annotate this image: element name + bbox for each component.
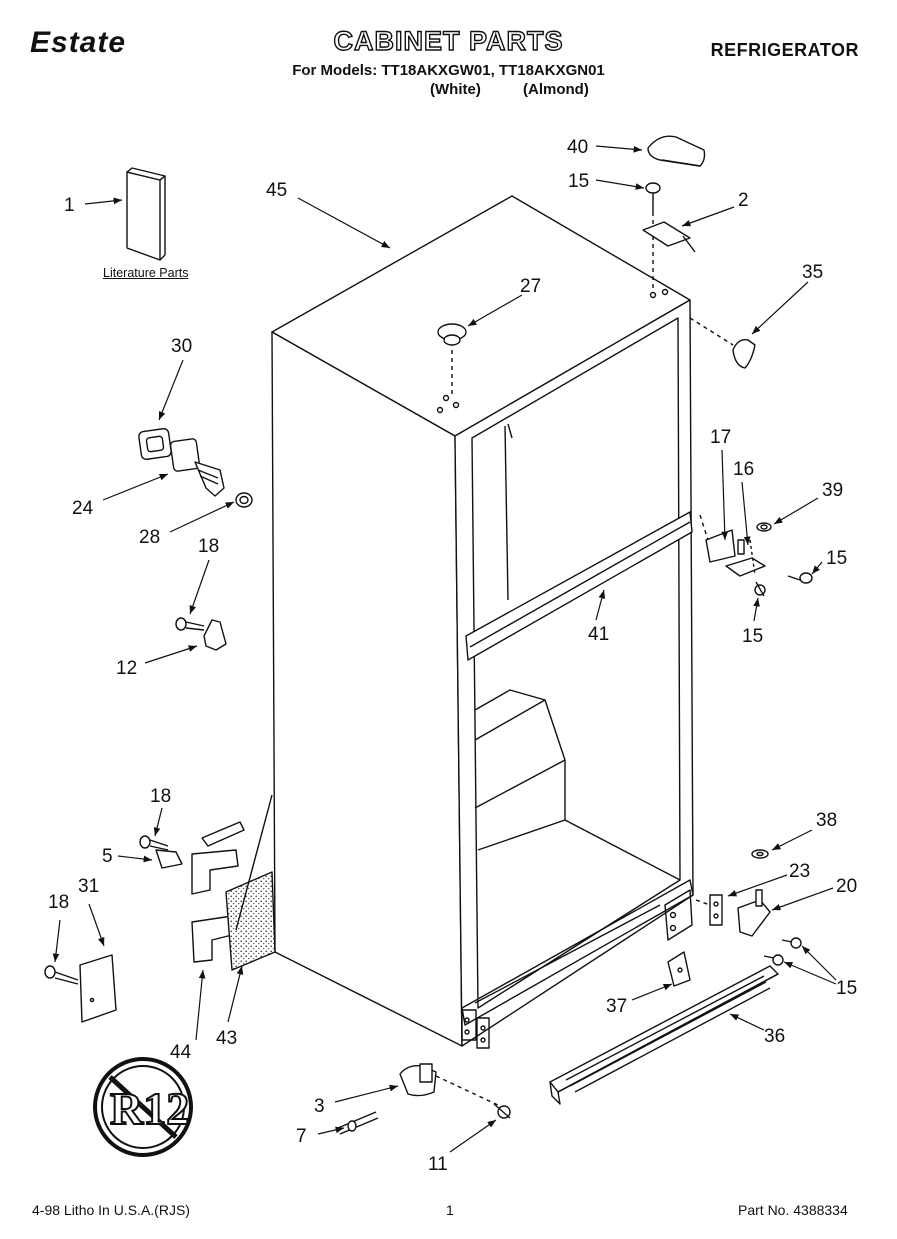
callout-35: 35 (802, 262, 823, 283)
callout-28: 28 (139, 527, 160, 548)
callout-37: 37 (606, 996, 627, 1017)
callout-27: 27 (520, 276, 541, 297)
callout-15: 15 (742, 626, 763, 647)
callout-15: 15 (568, 171, 589, 192)
callout-23: 23 (789, 861, 810, 882)
roller-bracket-assembly (337, 1063, 511, 1135)
page-number: 1 (446, 1202, 454, 1218)
color-variants: (White) (Almond) (430, 81, 589, 98)
callout-11: 11 (428, 1154, 448, 1175)
callout-41: 41 (588, 624, 609, 645)
rating-mark-text: R12 (110, 1083, 189, 1134)
grille-clip (667, 951, 691, 987)
part-number: Part No. 4388334 (738, 1202, 848, 1218)
variant-white: (White) (430, 81, 481, 98)
callout-7: 7 (296, 1126, 307, 1147)
top-hinge (642, 221, 696, 253)
callout-31: 31 (78, 876, 99, 897)
callout-44: 44 (170, 1042, 192, 1063)
callout-15: 15 (836, 978, 857, 999)
no-r12-icon (93, 1057, 193, 1157)
models-line: For Models: TT18AKXGW01, TT18AKXGN01 (292, 62, 605, 79)
print-info: 4-98 Litho In U.S.A.(RJS) (32, 1202, 190, 1218)
callout-17: 17 (710, 427, 731, 448)
callout-43: 43 (216, 1028, 237, 1049)
callout-2: 2 (738, 190, 749, 211)
callout-38: 38 (816, 810, 837, 831)
foam-pad-and-bracket (191, 794, 276, 971)
cabinet-top-plug (437, 323, 467, 395)
callout-36: 36 (764, 1026, 785, 1047)
callout-18: 18 (48, 892, 69, 913)
callout-16: 16 (733, 459, 754, 480)
toe-grille (549, 965, 779, 1105)
literature-parts-label: Literature Parts (103, 266, 189, 280)
callout-3: 3 (314, 1096, 325, 1117)
top-hinge-screw (645, 182, 661, 290)
callout-12: 12 (116, 658, 137, 679)
callout-39: 39 (822, 480, 843, 501)
callout-numbers: 1 45 40 15 2 35 27 30 24 28 18 12 17 16 … (48, 137, 857, 1175)
callout-1: 1 (64, 195, 75, 216)
cabinet-body (271, 195, 694, 1049)
bottom-hinge-assembly (695, 849, 802, 966)
callout-20: 20 (836, 876, 857, 897)
small-access-cover (44, 954, 117, 1023)
variant-almond: (Almond) (523, 81, 589, 98)
callout-18: 18 (198, 536, 219, 557)
center-hinge-assembly (699, 514, 813, 597)
page-title: CABINET PARTS (333, 25, 564, 56)
callout-18: 18 (150, 786, 171, 807)
appliance-category: REFRIGERATOR (710, 40, 859, 60)
callout-40: 40 (567, 137, 588, 158)
lower-left-bracket (139, 821, 245, 895)
leader-lines (52, 145, 837, 1153)
callout-15: 15 (826, 548, 847, 569)
callout-24: 24 (72, 498, 94, 519)
literature-booklet (126, 167, 166, 261)
callout-30: 30 (171, 336, 192, 357)
upper-bracket-screw (175, 617, 227, 651)
leveling-leg-assembly (138, 427, 253, 508)
brand-logo: Estate (30, 26, 127, 59)
hinge-plug (689, 317, 756, 369)
hinge-cover (647, 135, 706, 167)
callout-5: 5 (102, 846, 113, 867)
callout-45: 45 (266, 180, 287, 201)
